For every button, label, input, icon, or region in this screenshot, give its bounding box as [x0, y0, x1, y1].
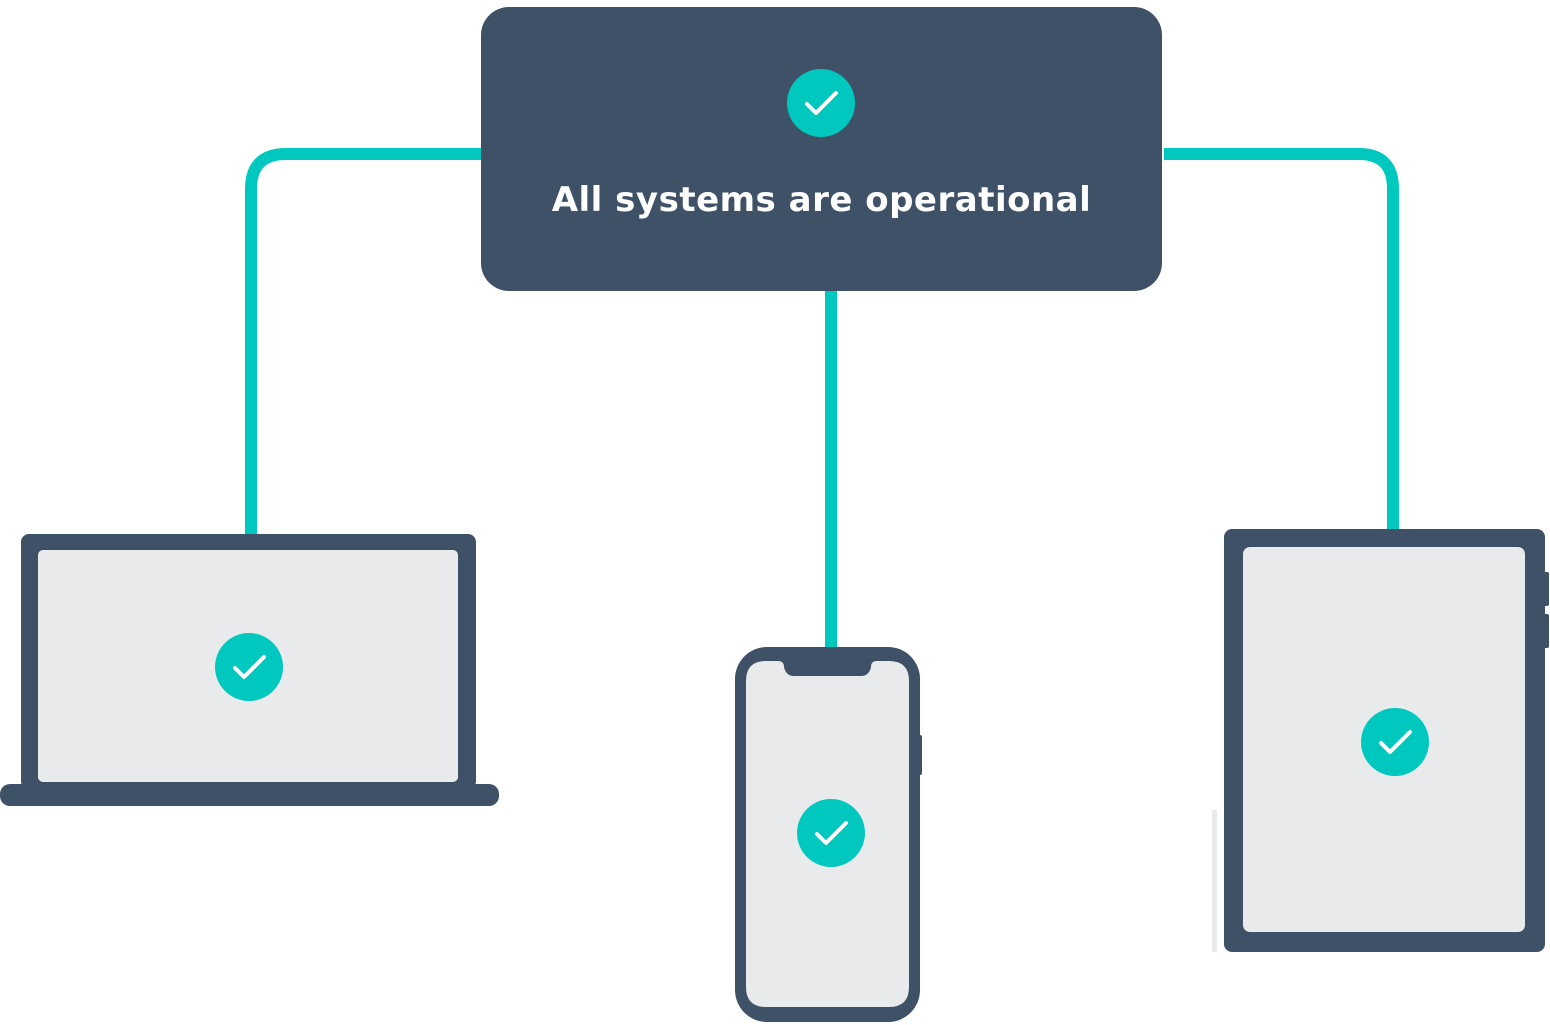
- connector-laptop: [245, 148, 481, 534]
- connector-lines: [245, 148, 1399, 648]
- status-check-icon: [787, 69, 855, 137]
- status-panel: [481, 7, 1162, 291]
- phone-check-icon: [797, 799, 865, 867]
- tablet-device: [1212, 529, 1549, 952]
- laptop-device: [0, 534, 499, 806]
- tablet-check-icon: [1361, 708, 1429, 776]
- phone-device: [735, 647, 922, 1022]
- status-title: All systems are operational: [551, 180, 1092, 220]
- laptop-check-icon: [215, 633, 283, 701]
- connector-tablet: [1164, 148, 1399, 530]
